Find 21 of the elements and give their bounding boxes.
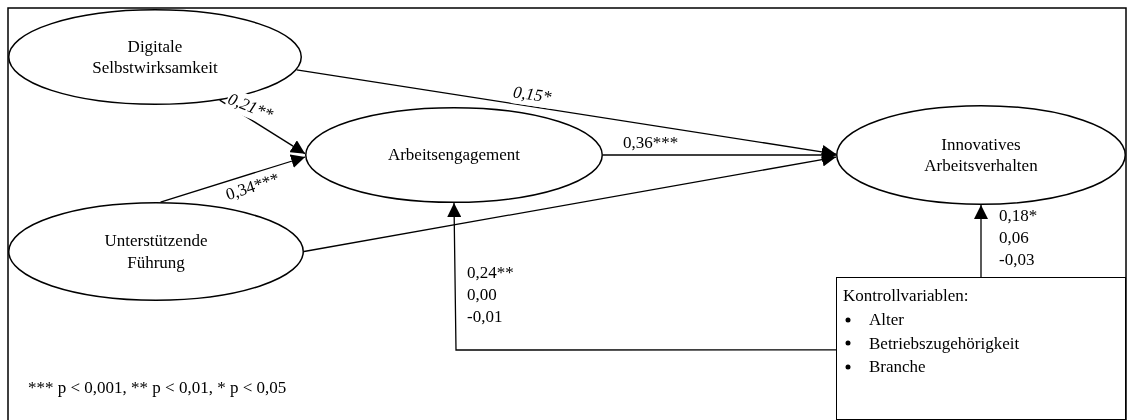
construct-ellipse (8, 202, 304, 301)
arrow (296, 69, 837, 159)
node-label: Arbeitsengagement (387, 144, 521, 166)
node-label: Innovatives Arbeitsverhalten (923, 133, 1039, 177)
list-item: Alter (869, 308, 904, 331)
text-box (836, 277, 1126, 420)
arrow (447, 202, 837, 351)
node-label: Digitale Selbstwirksamkeit (91, 35, 219, 79)
significance-note: *** p < 0,001, ** p < 0,01, * p < 0,05 (28, 378, 287, 398)
arrow (974, 204, 988, 278)
edge-label: 0,24** 0,00 -0,01 (466, 262, 515, 329)
node-label: Unterstützende Führung (103, 230, 209, 273)
arrow (303, 152, 837, 253)
edge-label: 0,18* 0,06 -0,03 (998, 205, 1039, 272)
list-item: Branche (869, 356, 926, 379)
list-item: Betriebszugehörigkeit (869, 332, 1020, 355)
box-heading: Kontrollvariablen: (843, 285, 969, 307)
construct-ellipse (836, 105, 1126, 205)
arrow (602, 148, 837, 162)
arrow (159, 154, 306, 203)
construct-ellipse (305, 107, 603, 203)
